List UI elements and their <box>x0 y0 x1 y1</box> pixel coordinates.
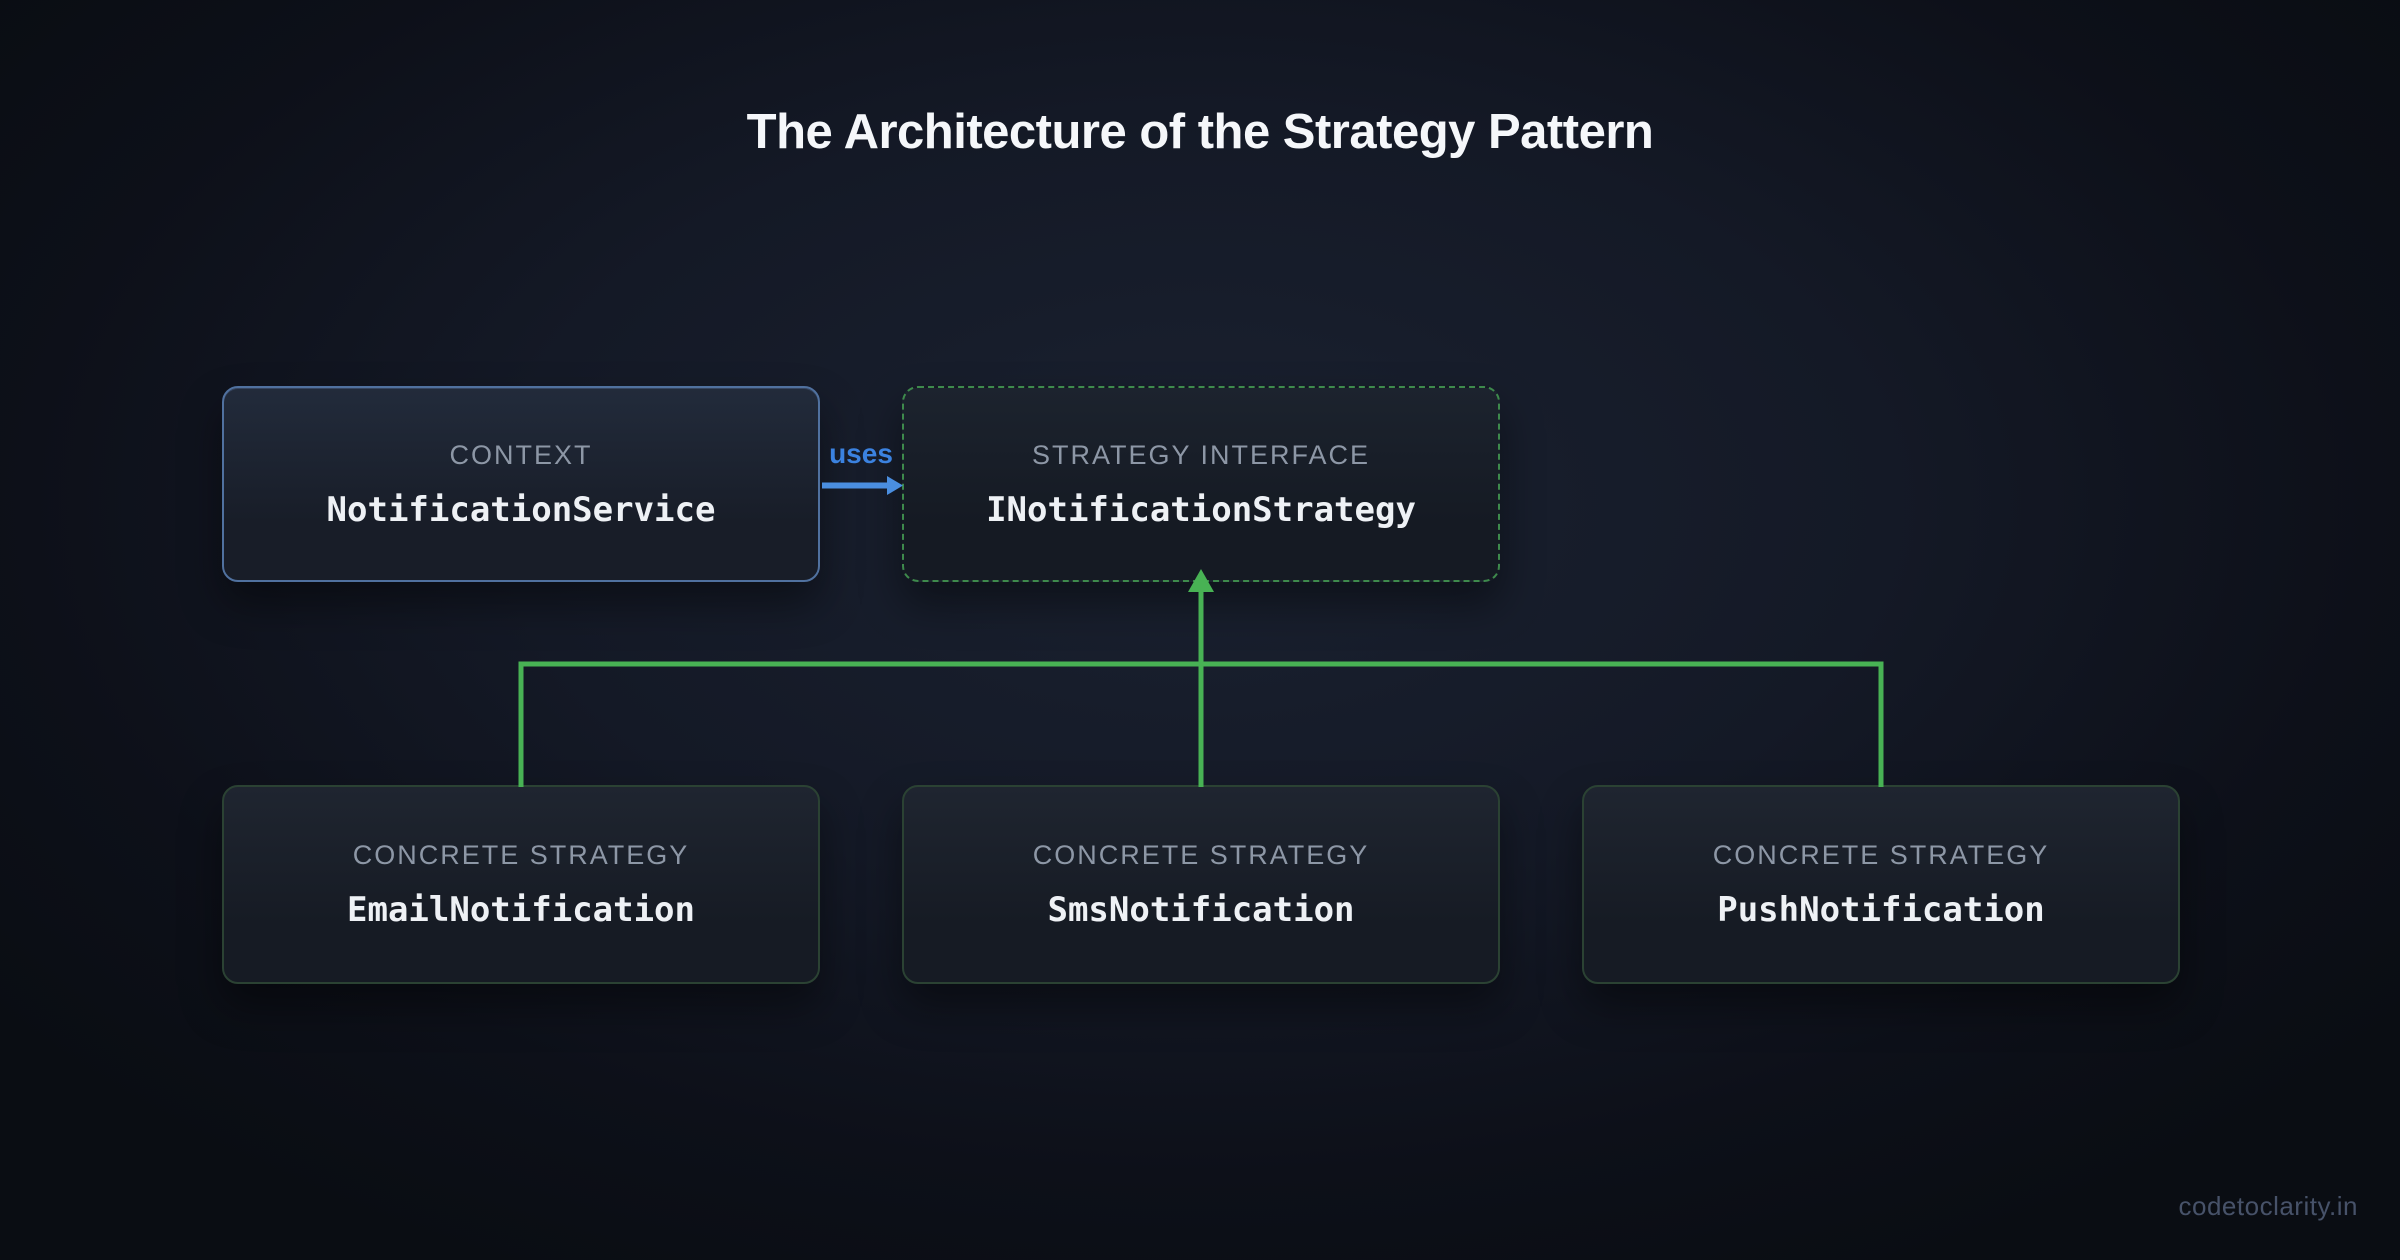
strategy-interface-classname: INotificationStrategy <box>986 489 1416 530</box>
concrete-strategy-classname: SmsNotification <box>1047 890 1355 930</box>
concrete-strategy-label: CONCRETE STRATEGY <box>1032 840 1370 870</box>
concrete-strategy-box-sms: CONCRETE STRATEGY SmsNotification <box>902 785 1500 984</box>
page-title: The Architecture of the Strategy Pattern <box>746 105 1654 159</box>
watermark: codetoclarity.in <box>2178 1191 2358 1221</box>
concrete-strategy-label: CONCRETE STRATEGY <box>1712 840 2050 870</box>
strategy-interface-box: STRATEGY INTERFACE INotificationStrategy <box>902 386 1500 582</box>
uses-arrow-label: uses <box>829 438 893 469</box>
concrete-strategy-label: CONCRETE STRATEGY <box>352 840 690 870</box>
context-box: CONTEXT NotificationService <box>222 386 820 582</box>
concrete-strategy-classname: PushNotification <box>1717 890 2045 930</box>
strategy-interface-label: STRATEGY INTERFACE <box>1031 439 1371 470</box>
context-box-label: CONTEXT <box>449 439 593 470</box>
inheritance-connector-bracket <box>518 661 1884 787</box>
concrete-strategy-box-push: CONCRETE STRATEGY PushNotification <box>1582 785 2180 984</box>
uses-arrowhead-icon <box>887 476 903 495</box>
concrete-strategy-classname: EmailNotification <box>347 890 695 930</box>
context-box-classname: NotificationService <box>326 489 716 530</box>
concrete-strategy-box-email: CONCRETE STRATEGY EmailNotification <box>222 785 820 984</box>
